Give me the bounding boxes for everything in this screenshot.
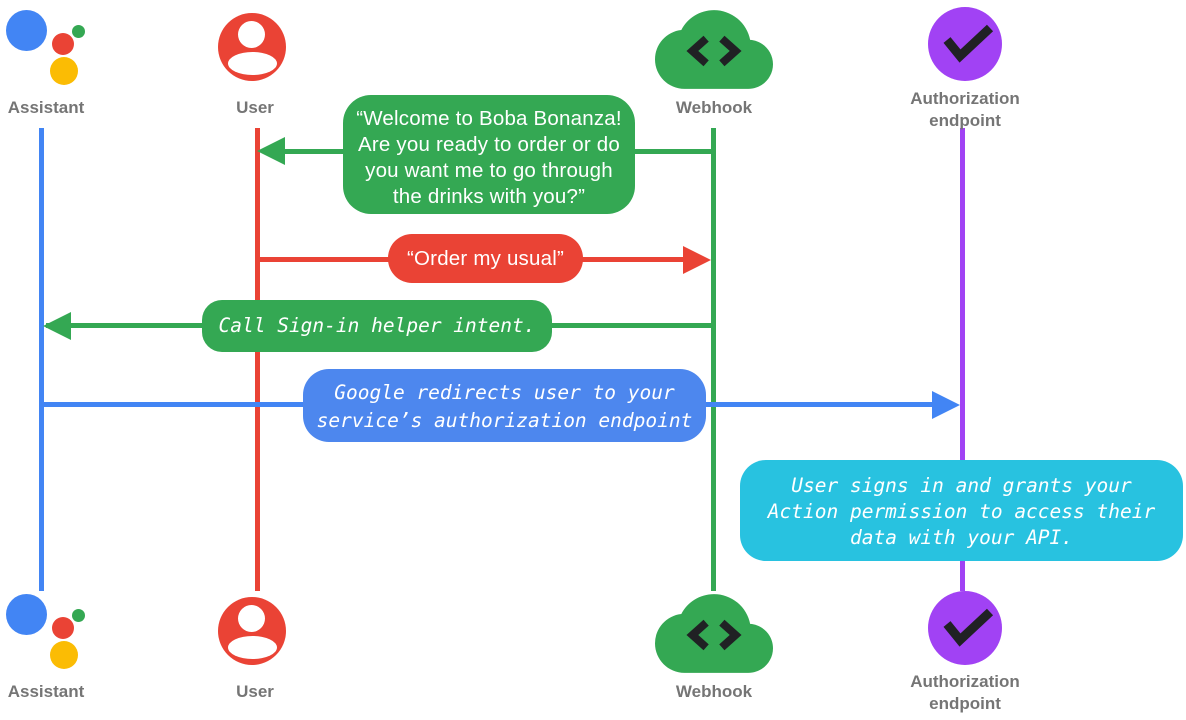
assistant-green-dot — [72, 609, 85, 622]
google-assistant-icon — [0, 584, 92, 674]
arrowhead-right-icon — [932, 391, 960, 419]
message-text-line: data with your API. — [849, 526, 1074, 549]
message-text-line: Action permission to access their — [767, 500, 1156, 523]
arrowhead-left-icon — [43, 312, 71, 340]
webhook-lifeline — [711, 128, 716, 591]
actor-label-user: User — [236, 682, 274, 701]
message-text-line: you want me to go through — [365, 159, 613, 182]
message-text-line: User signs in and grants your — [791, 474, 1132, 497]
order-message-bubble: “Order my usual” — [388, 234, 583, 283]
code-bracket-right — [719, 35, 742, 67]
code-bracket-right — [719, 619, 742, 651]
actor-label-line: Authorization — [910, 89, 1020, 108]
person-icon — [218, 13, 286, 81]
assistant-green-dot — [72, 25, 85, 38]
checkmark-icon — [928, 591, 1002, 665]
user-signs-in-note: User signs in and grants your Action per… — [740, 460, 1183, 561]
welcome-message-bubble: “Welcome to Boba Bonanza! Are you ready … — [343, 95, 635, 214]
checkmark-circle — [928, 7, 1002, 81]
cloud-shape — [655, 10, 773, 89]
actor-label-line: endpoint — [929, 694, 1001, 713]
person-shoulders — [228, 636, 277, 659]
signin-helper-message-bubble: Call Sign-in helper intent. — [202, 300, 552, 352]
assistant-yellow-dot — [50, 57, 78, 85]
cloud-code-icon — [655, 8, 773, 92]
assistant-yellow-dot — [50, 641, 78, 669]
actor-label-assistant: Assistant — [7, 98, 85, 117]
assistant-red-dot — [52, 617, 74, 639]
person-shoulders — [228, 52, 277, 75]
user-lifeline — [255, 128, 260, 591]
redirect-message-bubble: Google redirects user to your service’s … — [303, 369, 706, 442]
cloud-code-icon — [655, 592, 773, 676]
assistant-red-dot — [52, 33, 74, 55]
checkmark-icon — [928, 7, 1002, 81]
arrowhead-right-icon — [683, 246, 711, 274]
actor-label-line: endpoint — [929, 111, 1001, 130]
assistant-blue-circle — [6, 594, 47, 635]
actor-label-authorization-endpoint: Authorization endpoint — [885, 88, 1045, 132]
checkmark-glyph — [943, 608, 994, 647]
person-head — [238, 21, 265, 48]
authorization-endpoint-lifeline — [960, 128, 965, 591]
assistant-lifeline — [39, 128, 44, 591]
checkmark-glyph — [943, 24, 994, 63]
message-text-line: Are you ready to order or do — [358, 133, 620, 156]
code-bracket-left — [686, 619, 709, 651]
actor-label-webhook: Webhook — [675, 98, 753, 117]
arrowhead-left-icon — [257, 137, 285, 165]
actor-label-line: Authorization — [910, 672, 1020, 691]
message-text-line: “Welcome to Boba Bonanza! — [356, 107, 622, 130]
message-text-line: Google redirects user to your — [334, 381, 675, 404]
actor-label-webhook: Webhook — [675, 682, 753, 701]
person-head — [238, 605, 265, 632]
person-icon — [218, 597, 286, 665]
cloud-shape — [655, 594, 773, 673]
actor-label-user: User — [236, 98, 274, 117]
google-assistant-icon — [0, 0, 92, 90]
checkmark-circle — [928, 591, 1002, 665]
actor-label-assistant: Assistant — [7, 682, 85, 701]
assistant-blue-circle — [6, 10, 47, 51]
message-text-line: service’s authorization endpoint — [316, 409, 693, 432]
message-text-line: the drinks with you?” — [392, 185, 586, 208]
actor-label-authorization-endpoint: Authorization endpoint — [885, 671, 1045, 715]
code-bracket-left — [686, 35, 709, 67]
